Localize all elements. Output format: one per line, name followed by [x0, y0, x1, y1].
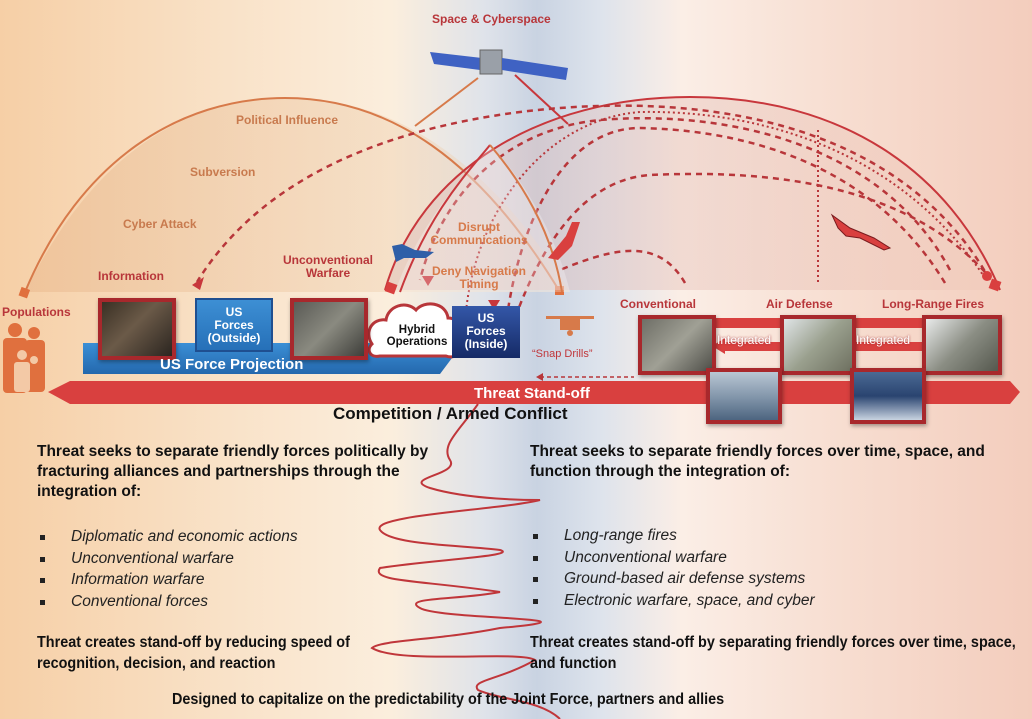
right-bullet-item: Electronic warfare, space, and cyber — [530, 590, 815, 612]
disrupt-communications-label: Disrupt Communications — [424, 221, 534, 247]
hybrid-line2: Operations — [386, 336, 448, 348]
deny-line2: Timing — [459, 277, 499, 291]
left-bullet-item: Conventional forces — [37, 591, 298, 613]
populations-icon — [3, 323, 45, 393]
satellite-icon — [430, 49, 568, 80]
left-bullet-item: Unconventional warfare — [37, 548, 298, 570]
us-forces-inside-line3: (Inside) — [464, 336, 508, 351]
conventional-photo — [638, 315, 716, 375]
right-bullet-list: Long-range fires Unconventional warfare … — [530, 525, 815, 611]
populations-label: Populations — [2, 305, 71, 319]
conventional-label: Conventional — [620, 297, 697, 311]
threat-standoff-label: Threat Stand-off — [474, 385, 590, 402]
us-forces-inside-line1: US — [477, 310, 495, 325]
right-bullet-item: Unconventional warfare — [530, 547, 815, 569]
right-bullet-item: Long-range fires — [530, 525, 815, 547]
left-bullet-item: Diplomatic and economic actions — [37, 526, 298, 548]
us-forces-outside-line1: US — [225, 304, 243, 319]
friendly-jet-icon — [392, 244, 434, 262]
long-range-fires-photo — [922, 315, 1002, 375]
right-bullet-item: Ground-based air defense systems — [530, 568, 815, 590]
disrupt-line2: Communications — [430, 233, 528, 247]
us-force-projection-label: US Force Projection — [160, 356, 304, 373]
separation-wave-line — [370, 403, 561, 719]
us-forces-outside-box: US Forces (Outside) — [195, 298, 273, 352]
left-standoff-text: Threat creates stand-off by reducing spe… — [37, 634, 350, 672]
left-bullet-list: Diplomatic and economic actions Unconven… — [37, 526, 298, 612]
left-intro-text: Threat seeks to separate friendly forces… — [37, 443, 429, 500]
disrupt-line1: Disrupt — [458, 220, 500, 234]
deny-line1: Deny Navigation — [431, 264, 527, 278]
right-standoff-text: Threat creates stand-off by separating f… — [530, 634, 1016, 672]
left-bullet-item: Information warfare — [37, 569, 298, 591]
cyber-attack-label: Cyber Attack — [123, 217, 197, 231]
snap-drills-label: “Snap Drills” — [532, 348, 593, 360]
left-arc-endpoint — [18, 286, 31, 299]
footer-text: Designed to capitalize on the predictabi… — [172, 691, 725, 708]
hybrid-line1: Hybrid — [398, 324, 436, 336]
competition-armed-conflict-label: Competition / Armed Conflict — [333, 404, 568, 423]
long-range-fires-label: Long-Range Fires — [882, 297, 985, 311]
warship-photo — [706, 368, 782, 424]
drone-icon — [546, 316, 594, 336]
air-defense-photo — [780, 315, 856, 375]
subversion-label: Subversion — [190, 165, 256, 179]
integrated-right-label: Integrated — [856, 333, 911, 347]
deny-navigation-timing-label: Deny Navigation Timing — [424, 265, 534, 291]
threat-jet-icon — [548, 222, 580, 260]
right-arc-endpoint — [555, 286, 564, 295]
information-label: Information — [98, 269, 164, 283]
submarine-photo — [850, 368, 926, 424]
integrated-left-label: Integrated — [717, 333, 772, 347]
air-defense-label: Air Defense — [766, 297, 833, 311]
us-forces-inside-box: US Forces (Inside) — [452, 306, 520, 356]
hybrid-operations-cloud — [367, 302, 464, 359]
unconventional-warfare-photo — [290, 298, 368, 360]
us-forces-outside-line3: (Outside) — [207, 330, 261, 345]
us-forces-inside-line2: Forces — [466, 323, 506, 338]
right-threat-arc — [385, 97, 1000, 290]
hybrid-operations-label: Hybrid Operations — [380, 324, 454, 348]
us-forces-outside-line2: Forces — [214, 317, 254, 332]
information-photo — [98, 298, 176, 360]
threat-bomber-icon — [830, 213, 892, 251]
right-intro-text: Threat seeks to separate friendly forces… — [530, 443, 985, 480]
space-cyberspace-label: Space & Cyberspace — [432, 12, 551, 26]
unconventional-warfare-label: Unconventional Warfare — [282, 253, 373, 280]
political-influence-label: Political Influence — [236, 113, 339, 127]
